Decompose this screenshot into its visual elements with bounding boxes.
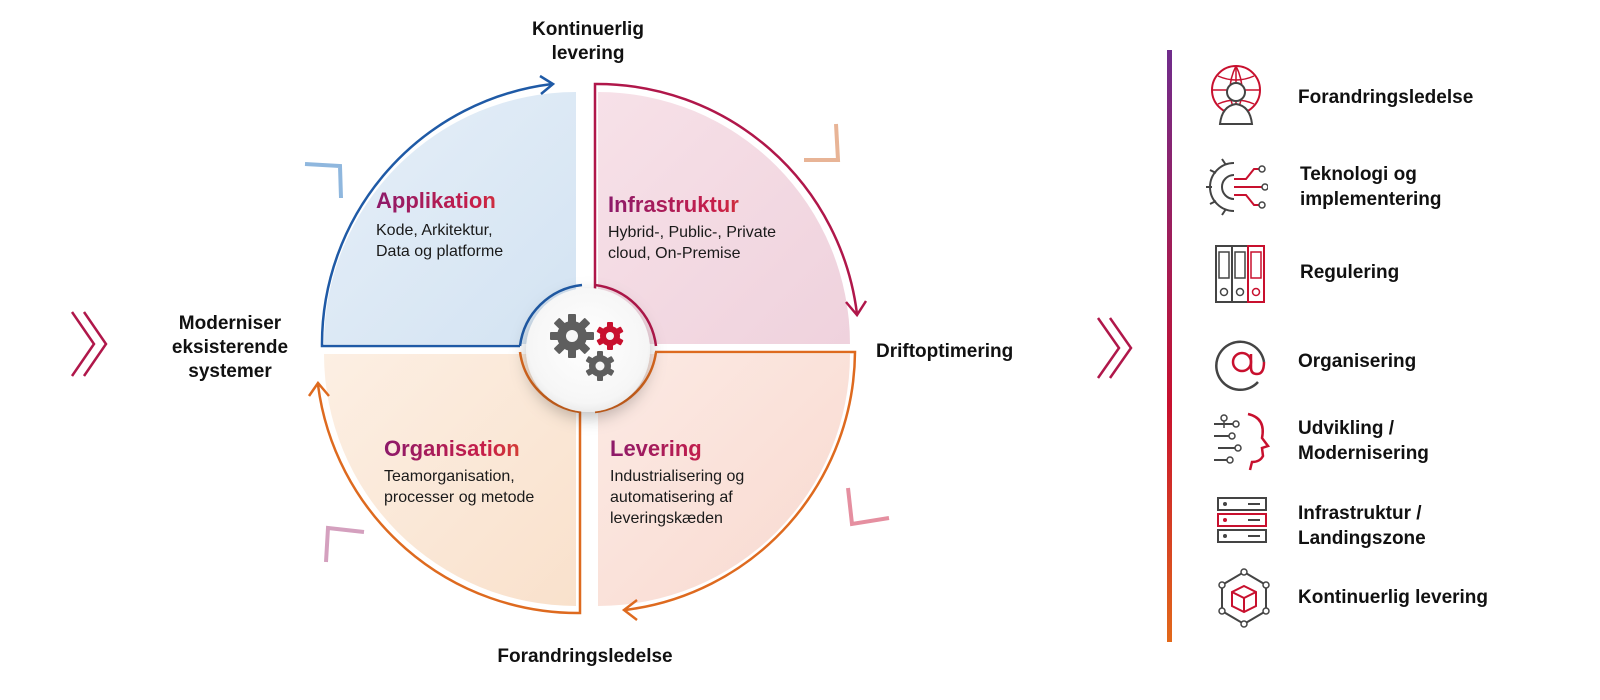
arrowhead-left [307,380,330,397]
globe-person-icon [1211,65,1261,125]
arc-infrastruktur [593,82,859,315]
legend-label: Organisering [1298,351,1417,372]
chevron-right-icon [1096,317,1133,379]
quadrant-description: Kode, Arkitektur, Data og platforme [376,222,504,260]
corner-bracket-decoration [324,525,365,563]
quadrant-organisation: Organisation Teamorganisation, processer… [384,436,569,508]
at-sign-icon [1215,340,1266,392]
quadrant-infrastruktur-fill [598,92,850,344]
label-top: Kontinuerlig levering [532,19,644,64]
gears-icon [550,314,624,381]
cube-network-icon [1218,568,1270,628]
binders-icon [1215,245,1265,303]
hub-ring-orange-right [594,351,658,414]
head-circuit-icon [1214,412,1271,471]
legend-divider [1167,50,1172,642]
arrowhead-right [845,300,868,318]
quadrant-description: Industrialisering og automatisering af l… [610,468,745,527]
quadrant-infrastruktur: Infrastruktur Hybrid-, Public-, Private … [608,192,808,264]
hub-ring-orange-left [518,351,581,414]
quadrant-title: Levering [610,436,795,462]
corner-bracket-decoration [846,487,890,527]
quadrant-applikation-fill [324,92,576,344]
gear-circuit-icon [1206,158,1268,216]
legend-label: Kontinuerlig levering [1298,587,1489,608]
cycle-diagram [70,74,1133,621]
quadrant-organisation-fill [324,354,576,606]
legend-label: Regulering [1300,262,1400,283]
arrowhead-top [539,74,556,95]
legend-label: Infrastruktur / Landingszone [1298,503,1426,549]
chevron-right-icon [70,311,108,377]
label-right: Driftoptimering [876,341,1014,362]
hub-ring-crimson [594,283,658,347]
arc-applikation [320,82,553,348]
arrowhead-bottom [621,599,638,621]
label-bottom: Forandringsledelse [497,646,673,667]
server-rack-icon [1217,497,1267,543]
legend-label: Forandringsledelse [1298,87,1474,108]
arc-organisation [316,384,582,615]
legend-label: Teknologi og implementering [1300,164,1442,210]
quadrant-applikation: Applikation Kode, Arkitektur, Data og pl… [376,188,561,262]
quadrant-description: Teamorganisation, processer og metode [384,468,535,506]
arc-levering [624,350,857,612]
quadrant-title: Organisation [384,436,569,462]
hub-ring-blue [518,283,583,347]
quadrant-levering-fill [598,354,850,606]
legend-label: Udvikling / Modernisering [1298,418,1429,464]
quadrant-levering: Levering Industrialisering og automatise… [610,436,795,529]
quadrant-description: Hybrid-, Public-, Private cloud, On-Prem… [608,224,777,262]
label-left: Moderniser eksisterende systemer [171,313,289,382]
quadrant-title: Applikation [376,188,561,214]
quadrant-title: Infrastruktur [608,192,808,218]
corner-bracket-decoration [804,123,841,162]
corner-bracket-decoration [304,162,343,199]
